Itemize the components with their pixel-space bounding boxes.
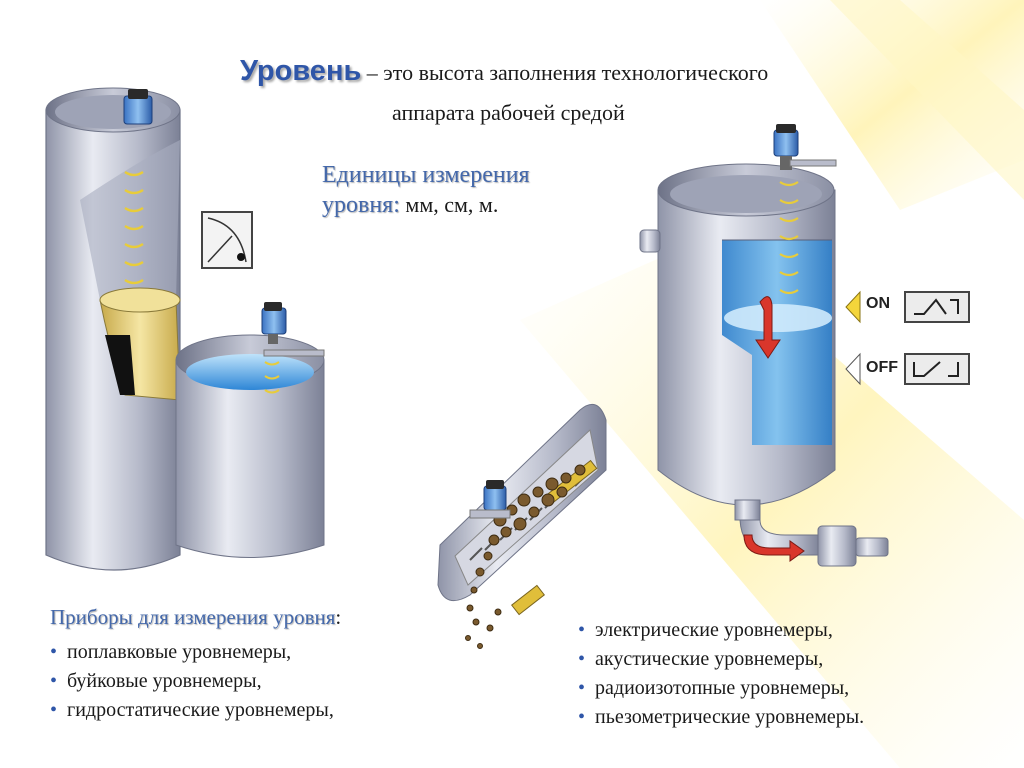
instruments-list-right: электрические уровнемеры,акустические ур… <box>578 616 864 732</box>
conveyor-sensor-icon <box>469 480 511 519</box>
units-block: Единицы измерения уровня: мм, см, м. <box>322 160 530 220</box>
tank-signal-waves <box>264 361 280 394</box>
tank-sensor-icon <box>261 302 287 344</box>
list-item: акустические уровнемеры, <box>578 645 864 674</box>
units-values: мм, см, м. <box>399 192 499 217</box>
list-item: пьезометрические уровнемеры. <box>578 703 864 732</box>
list-item: поплавковые уровнемеры, <box>50 638 334 667</box>
level-change-arrow-icon <box>755 296 781 359</box>
definition-text: – это высота заполнения технологического <box>361 60 769 85</box>
vessel-sensor-icon <box>773 124 837 170</box>
light-beam-decoration <box>520 0 1024 768</box>
units-heading: Единицы измерения <box>322 162 530 188</box>
silo-sensor-icon <box>123 89 153 125</box>
list-item: радиоизотопные уровнемеры, <box>578 674 864 703</box>
list-item: электрические уровнемеры, <box>578 616 864 645</box>
level-term: Уровень <box>240 55 362 87</box>
instruments-heading-text: Приборы для измерения уровня <box>50 605 336 629</box>
instruments-heading-colon: : <box>335 605 342 629</box>
instruments-list-left: поплавковые уровнемеры,буйковые уровнеме… <box>50 638 334 725</box>
off-level-marker <box>845 352 861 386</box>
list-item: буйковые уровнемеры, <box>50 667 334 696</box>
outflow-arrow-icon <box>743 534 805 562</box>
off-label: OFF <box>866 359 898 376</box>
units-label: уровня: <box>322 192 400 218</box>
gauge-dial-icon <box>201 211 253 269</box>
units-line: уровня: мм, см, м. <box>322 190 530 220</box>
open-tank-vessel <box>175 334 325 558</box>
on-switch-symbol-icon <box>904 291 970 323</box>
definition-line-2: аппарата рабочей средой <box>392 100 625 125</box>
off-switch-symbol-icon <box>904 353 970 385</box>
definition-line-1: Уровень – это высота заполнения технолог… <box>240 56 768 88</box>
instruments-heading: Приборы для измерения уровня: <box>50 605 341 630</box>
list-item: гидростатические уровнемеры, <box>50 696 334 725</box>
vessel-signal-waves <box>779 181 799 295</box>
on-label: ON <box>866 295 890 312</box>
silo-vessel <box>45 87 181 571</box>
silo-signal-waves <box>124 170 144 285</box>
on-level-marker <box>845 290 861 324</box>
conveyor-belt <box>437 403 607 616</box>
